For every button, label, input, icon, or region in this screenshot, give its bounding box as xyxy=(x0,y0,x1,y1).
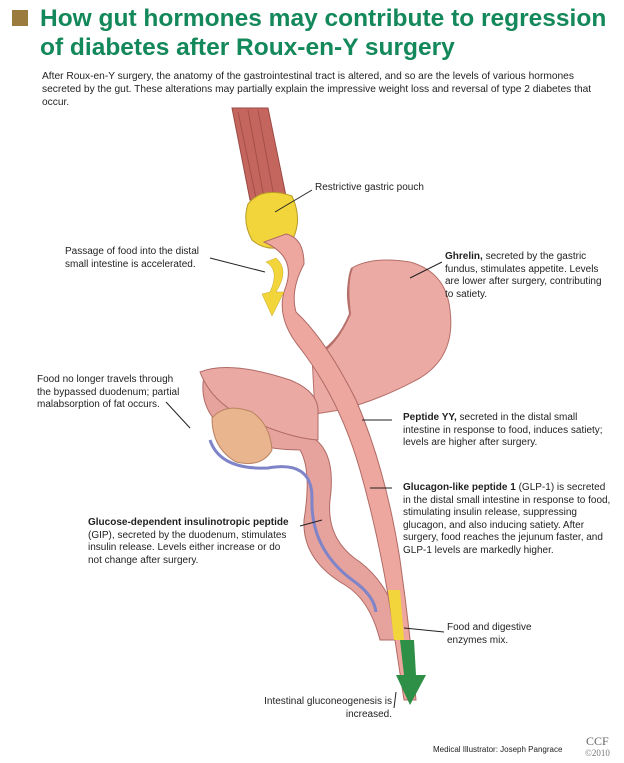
illustrator-credit: Medical Illustrator: Joseph Pangrace xyxy=(433,745,563,754)
pancreas xyxy=(211,407,273,464)
label-ghrelin-text: secreted by the gastric fundus, stimulat… xyxy=(445,251,602,300)
label-glp1: Glucagon-like peptide 1 (GLP-1) is secre… xyxy=(403,482,613,557)
bile-duct xyxy=(208,439,378,613)
label-pyy: Peptide YY, secreted in the distal small… xyxy=(403,412,613,450)
stomach-staple-line xyxy=(315,267,353,357)
label-gip-text: (GIP), secreted by the duodenum, stimula… xyxy=(88,529,287,566)
label-ghrelin: Ghrelin, secreted by the gastric fundus,… xyxy=(445,251,610,301)
leader-food-duodenum xyxy=(165,401,191,429)
leader-ghrelin xyxy=(409,261,443,279)
label-pyy-text: secreted in the distal small intestine i… xyxy=(403,412,603,448)
label-gip: Glucose-dependent insulinotropic peptide… xyxy=(88,517,293,567)
food-arrow-lower xyxy=(388,590,404,640)
esophagus-muscle-lines xyxy=(237,109,275,199)
leader-gip xyxy=(299,519,323,527)
label-glp1-bold: Glucagon-like peptide 1 xyxy=(403,482,516,493)
food-arrow-upper xyxy=(261,257,285,317)
page-title: How gut hormones may contribute to regre… xyxy=(40,5,607,61)
label-pyy-bold: Peptide YY, xyxy=(403,412,457,423)
title-bullet xyxy=(12,10,28,26)
leader-gluconeo xyxy=(393,691,397,709)
label-enzymes: Food and digestive enzymes mix. xyxy=(447,622,532,646)
green-arrow xyxy=(396,640,426,705)
ccf-mark: CCF xyxy=(586,734,609,748)
label-gluconeo: Intestinal gluconeogenesis is increased. xyxy=(264,696,392,720)
label-pouch: Restrictive gastric pouch xyxy=(315,182,424,193)
label-glp1-text: (GLP-1) is secreted in the distal small … xyxy=(403,482,611,556)
label-gip-bold: Glucose-dependent insulinotropic peptide xyxy=(88,517,289,528)
leader-pouch xyxy=(274,189,313,213)
copyright-year: ©2010 xyxy=(585,748,610,758)
label-food-duodenum: Food no longer travels through the bypas… xyxy=(37,374,180,410)
leader-passage xyxy=(209,257,266,273)
label-ghrelin-bold: Ghrelin, xyxy=(445,251,483,262)
leader-enzymes xyxy=(403,627,445,633)
label-passage: Passage of food into the distal small in… xyxy=(65,246,199,270)
intro-text: After Roux-en-Y surgery, the anatomy of … xyxy=(42,71,592,108)
